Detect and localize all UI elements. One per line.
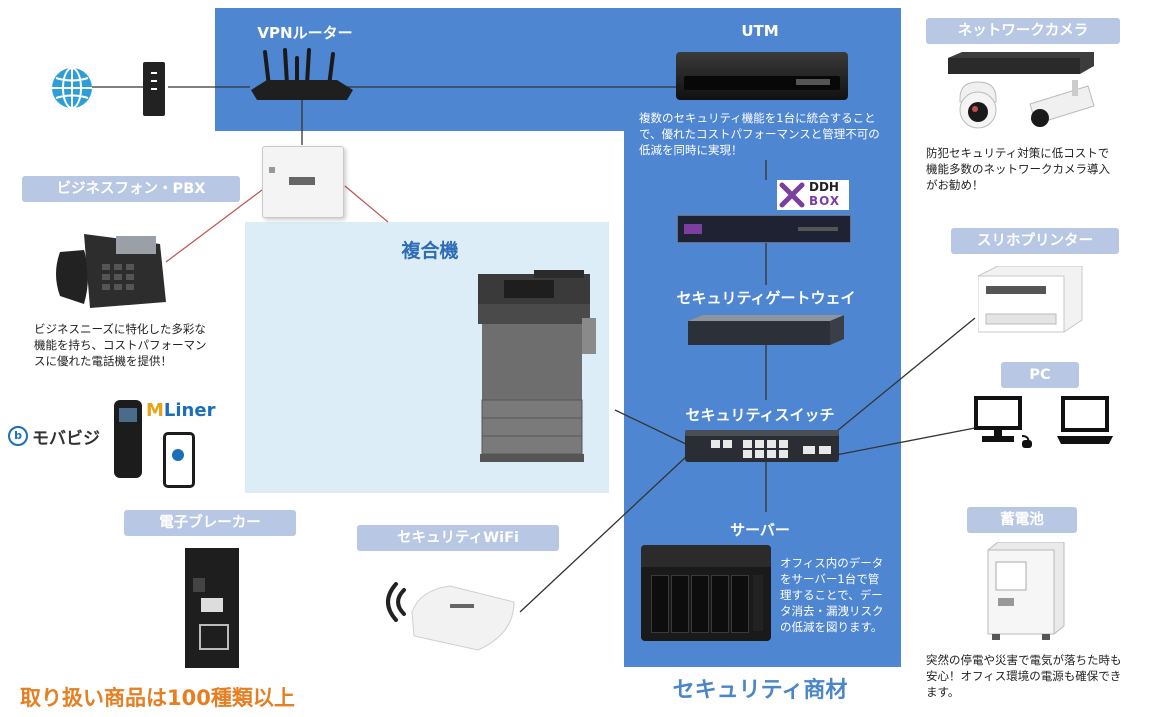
mliner-m-glyph: M xyxy=(146,400,164,421)
switch-title: セキュリティスイッチ xyxy=(685,406,835,424)
wifi-signal-icon xyxy=(382,582,412,626)
mliner-label: MLiner xyxy=(146,400,215,421)
footer-text: 取り扱い商品は100種類以上 xyxy=(20,686,295,710)
printer-icon xyxy=(977,265,1084,338)
security-products-title: セキュリティ商材 xyxy=(672,678,848,703)
utm-description: 複数のセキュリティ機能を1台に統合することで、優れたコストパフォーマンスと管理不… xyxy=(639,111,880,157)
battery-icon xyxy=(984,541,1068,646)
ddh-box-icon: DDH BOX xyxy=(777,180,849,210)
server-nas-icon xyxy=(641,545,771,641)
phone-description: ビジネスニーズに特化した多彩な機能を持ち、コストパフォーマンスに優れた電話機を提… xyxy=(34,322,207,368)
mfp-title: 複合機 xyxy=(401,240,459,262)
pc-label: PC xyxy=(1001,362,1079,388)
pbx-box-icon xyxy=(262,146,344,218)
switch-icon xyxy=(685,428,841,468)
wifi-ap-icon xyxy=(410,584,516,658)
camera-description: 防犯セキュリティ対策に低コストで機能多数のネットワークカメラ導入がお勧め！ xyxy=(926,146,1110,192)
mobabiji-logo-icon: b xyxy=(8,426,28,446)
camera-label: ネットワークカメラ xyxy=(926,18,1120,44)
battery-label: 蓄電池 xyxy=(967,507,1077,533)
gateway-appliance-icon xyxy=(686,313,846,351)
ddh-appliance-icon xyxy=(677,215,851,243)
gateway-title: セキュリティゲートウェイ xyxy=(676,289,856,307)
vpn-router-title: VPNルーター xyxy=(257,24,353,42)
mliner-text: Liner xyxy=(163,400,216,421)
vpn-router-icon xyxy=(247,48,357,108)
desk-phone-icon xyxy=(50,224,170,314)
breaker-icon xyxy=(185,548,239,668)
wifi-label: セキュリティWiFi xyxy=(357,525,559,551)
mfp-icon xyxy=(474,268,604,472)
server-title: サーバー xyxy=(730,521,790,539)
smartphone-icon xyxy=(163,432,195,488)
ddh-logo-top: DDH xyxy=(809,180,839,194)
desktop-pc-icon xyxy=(974,396,1034,452)
mobabiji-label: モバビジ xyxy=(32,429,100,449)
phone-label: ビジネスフォン・PBX xyxy=(22,176,240,202)
camera-icon xyxy=(948,52,1098,146)
battery-description: 突然の停電や災害で電気が落ちた時も安心！オフィス環境の電源も確保できます。 xyxy=(926,653,1122,699)
ddh-logo-bottom: BOX xyxy=(809,194,841,208)
laptop-icon xyxy=(1057,396,1115,452)
utm-title: UTM xyxy=(741,22,779,40)
server-description: オフィス内のデータをサーバー1台で管理することで、データ消去・漏洩リスクの低減を… xyxy=(780,556,884,634)
utm-appliance-icon xyxy=(676,52,848,100)
modem-icon xyxy=(143,62,165,116)
printer-label: スリホプリンター xyxy=(951,228,1119,254)
breaker-label: 電子ブレーカー xyxy=(124,510,296,536)
globe-icon xyxy=(50,66,94,114)
mobile-phone-icon xyxy=(114,400,142,478)
